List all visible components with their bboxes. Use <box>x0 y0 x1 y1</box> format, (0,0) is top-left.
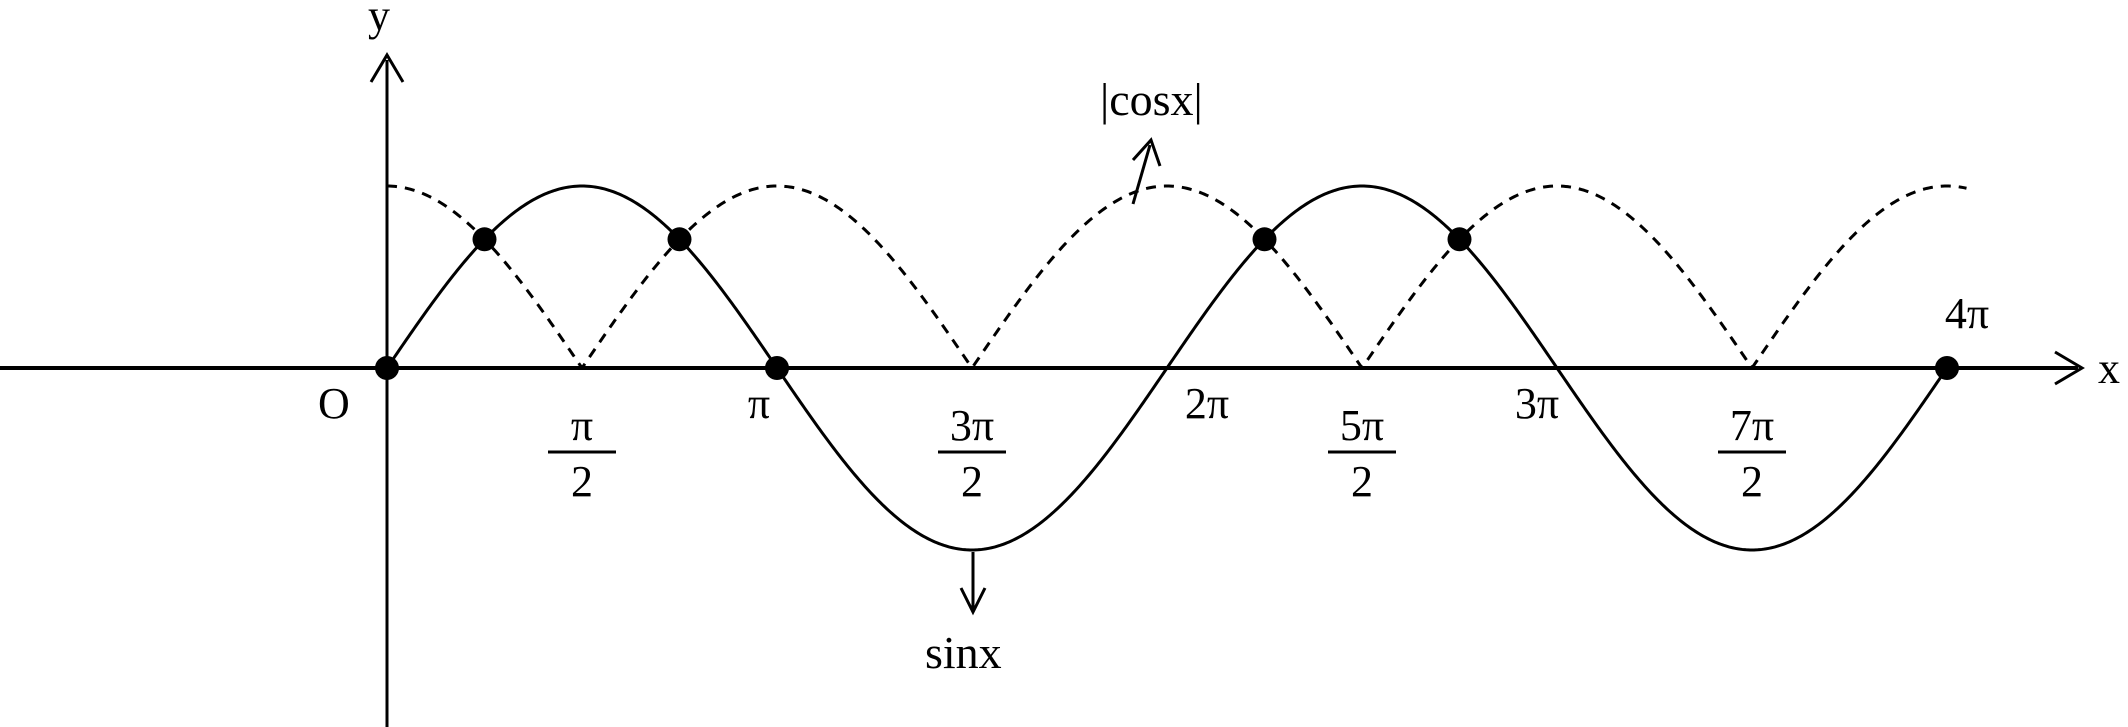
abs-cos-label: |cosx| <box>1100 74 1203 125</box>
abs-cos-pointer <box>1131 144 1152 205</box>
intersection-point <box>1447 227 1472 252</box>
intersection-point <box>375 356 399 380</box>
origin-label: O <box>318 379 350 428</box>
tick-label-numerator: 7π <box>1730 401 1774 450</box>
tick-label-denominator: 2 <box>1351 457 1373 506</box>
abs-cos-pointer-arrowhead <box>1131 137 1162 167</box>
sin-label: sinx <box>925 627 1002 678</box>
sin-curve <box>385 184 1949 552</box>
abs-cos-curve <box>386 184 1967 370</box>
tick-label-numerator: 5π <box>1340 401 1384 450</box>
y-axis-arrow <box>369 52 405 83</box>
x-axis-arrow <box>2054 350 2085 386</box>
intersection-point <box>765 356 789 380</box>
intersection-point <box>1252 227 1277 252</box>
tick-label: π <box>748 379 770 428</box>
tick-label-denominator: 2 <box>571 457 593 506</box>
tick-label: 4π <box>1945 289 1989 338</box>
y-axis-label: y <box>368 0 390 40</box>
tick-label: 3π <box>1515 379 1559 428</box>
intersection-point <box>667 227 692 252</box>
tick-label-denominator: 2 <box>961 457 983 506</box>
tick-label: 2π <box>1185 379 1229 428</box>
x-axis-label: x <box>2098 344 2120 393</box>
tick-label-numerator: 3π <box>950 401 994 450</box>
tick-label-denominator: 2 <box>1741 457 1763 506</box>
tick-label-numerator: π <box>571 401 593 450</box>
intersection-point <box>472 227 497 252</box>
sin-pointer-arrowhead <box>959 587 987 616</box>
intersection-point <box>1935 356 1959 380</box>
